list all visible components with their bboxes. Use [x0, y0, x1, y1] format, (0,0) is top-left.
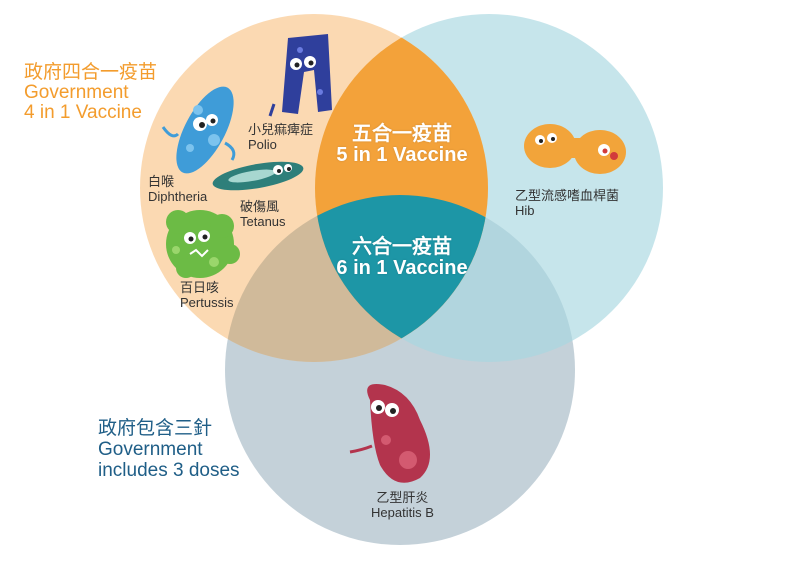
- five-in-one-zh: 五合一疫苗: [352, 123, 452, 145]
- hib-germ-icon: [524, 124, 626, 174]
- diphtheria-label: 白喉 Diphtheria: [148, 174, 207, 204]
- government-3doses-label: 政府包含三針 Government includes 3 doses: [98, 418, 240, 481]
- tetanus-germ-icon: [212, 161, 304, 191]
- hepatitis-b-label: 乙型肝炎 Hepatitis B: [371, 490, 434, 520]
- pertussis-en: Pertussis: [180, 295, 234, 310]
- five-in-one-label: 五合一疫苗 5 in 1 Vaccine: [327, 124, 477, 166]
- polio-zh: 小兒痲痺症: [248, 122, 314, 137]
- diphtheria-zh: 白喉: [148, 174, 175, 189]
- hib-en: Hib: [515, 203, 535, 218]
- polio-en: Polio: [248, 137, 277, 152]
- five-in-one-en: 5 in 1 Vaccine: [336, 144, 468, 166]
- pertussis-label: 百日咳 Pertussis: [180, 280, 233, 310]
- diphtheria-germ-icon: [161, 86, 236, 174]
- government-3doses-en-line1: Government: [98, 439, 203, 460]
- tetanus-label: 破傷風 Tetanus: [240, 199, 286, 229]
- government-3doses-en-line2: includes 3 doses: [98, 460, 240, 481]
- government-4in1-en-line2: 4 in 1 Vaccine: [24, 102, 142, 123]
- government-3doses-zh: 政府包含三針: [98, 418, 213, 439]
- diphtheria-en: Diphtheria: [148, 189, 208, 204]
- hepatitis-b-germ-icon: [349, 384, 430, 483]
- pertussis-germ-icon: [166, 210, 240, 278]
- tetanus-en: Tetanus: [240, 214, 286, 229]
- government-4in1-en-line1: Government: [24, 82, 129, 103]
- hib-zh: 乙型流感嗜血桿菌: [515, 188, 620, 203]
- polio-germ-icon: [268, 34, 332, 117]
- pertussis-zh: 百日咳: [180, 280, 220, 295]
- six-in-one-zh: 六合一疫苗: [352, 236, 452, 258]
- hib-label: 乙型流感嗜血桿菌 Hib: [515, 188, 619, 218]
- six-in-one-label: 六合一疫苗 6 in 1 Vaccine: [327, 237, 477, 279]
- polio-label: 小兒痲痺症 Polio: [248, 122, 313, 152]
- tetanus-zh: 破傷風: [240, 199, 280, 214]
- hepatitis-b-en: Hepatitis B: [371, 505, 434, 520]
- government-4in1-zh: 政府四合一疫苗: [24, 62, 158, 83]
- hepatitis-b-zh: 乙型肝炎: [376, 490, 429, 505]
- government-4in1-label: 政府四合一疫苗 Government 4 in 1 Vaccine: [24, 63, 157, 123]
- six-in-one-en: 6 in 1 Vaccine: [336, 257, 468, 279]
